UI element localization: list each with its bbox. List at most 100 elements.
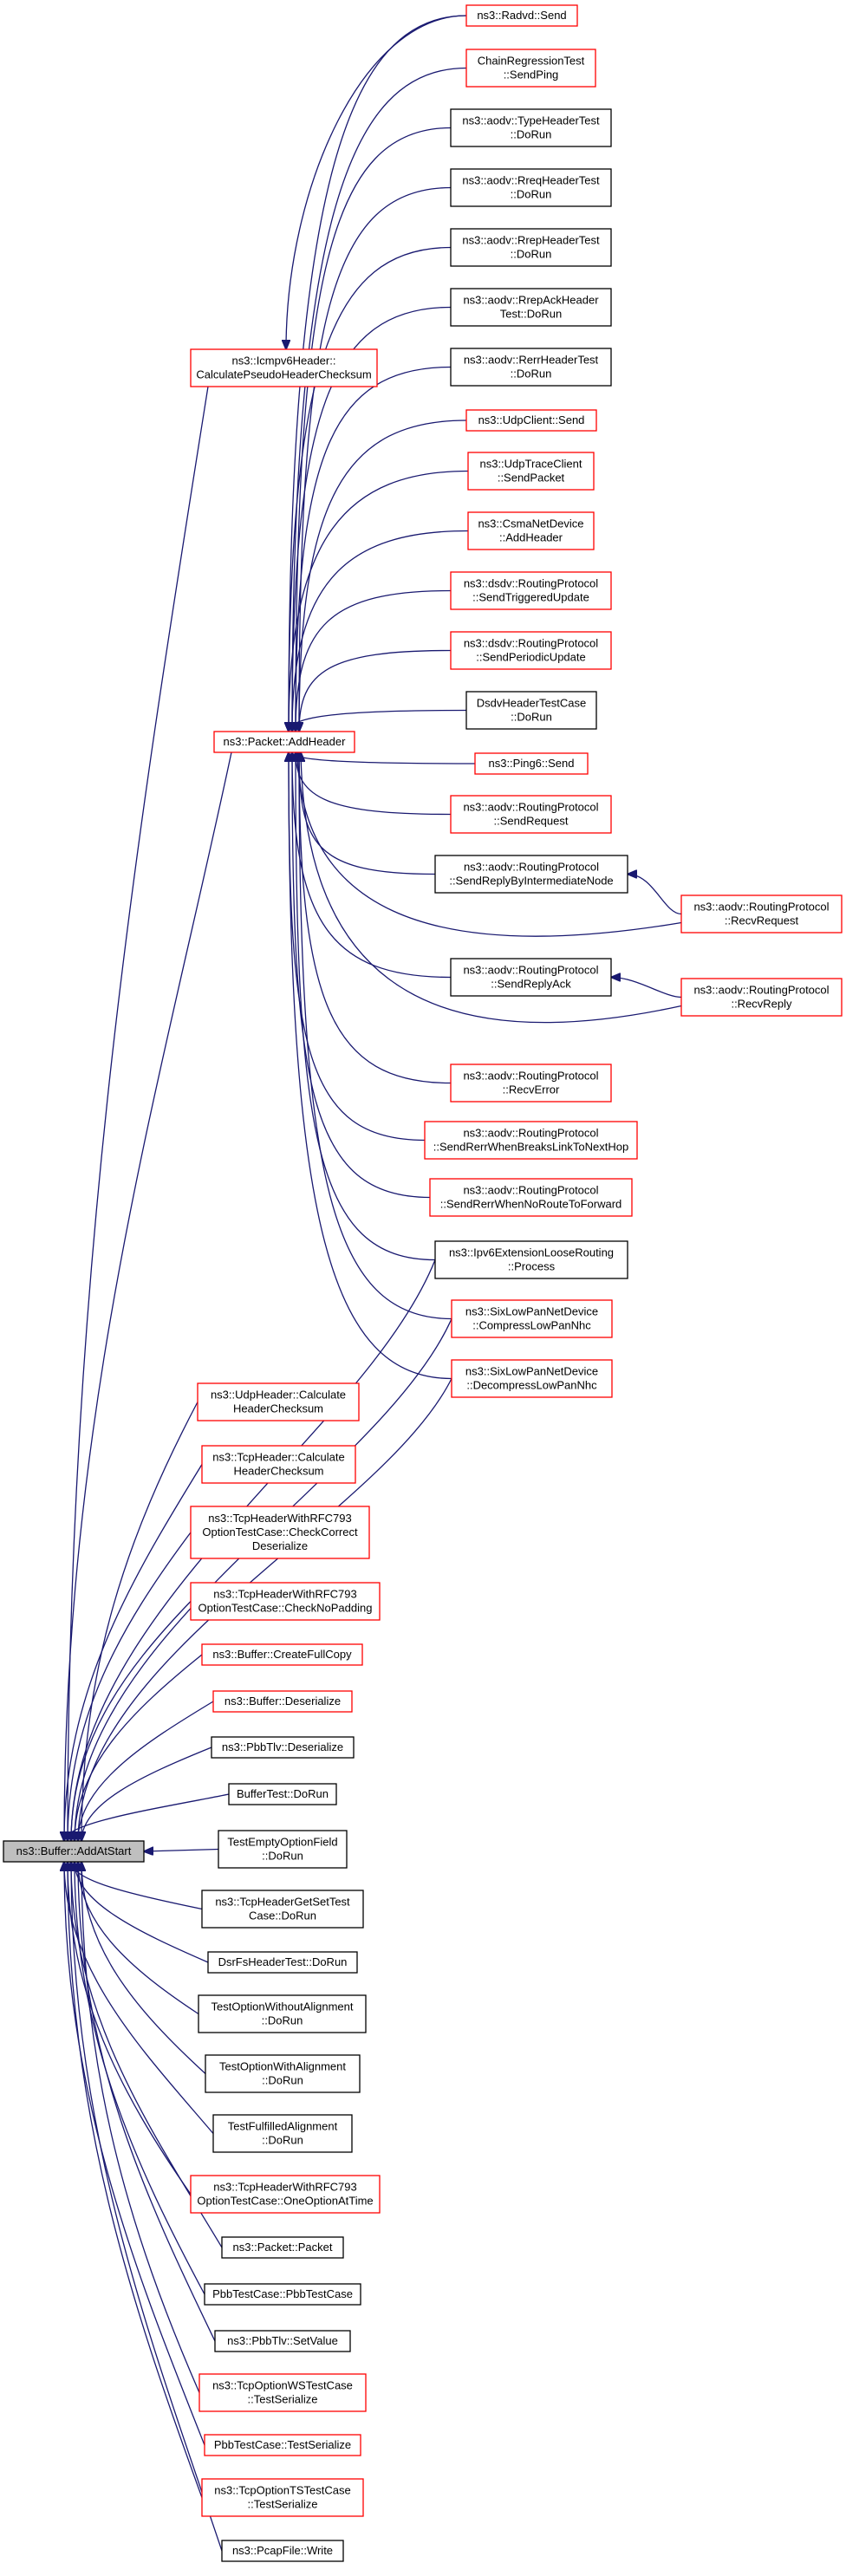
node-label: ::SendReplyAck [491,978,571,991]
node-label: ::CompressLowPanNhc [472,1319,591,1332]
node-label: ns3::aodv::RoutingProtocol [463,801,598,814]
edge-n_tcp793_check-to-addatstart [68,1532,192,1841]
node-label: Case::DoRun [249,1909,316,1922]
edge-n_aodv_rrepack-to-addheader [292,306,452,732]
node-chainreg[interactable]: ChainRegressionTest::SendPing [465,49,596,88]
node-ping6[interactable]: ns3::Ping6::Send [474,752,589,775]
edge-n_sixcompress-to-addatstart [75,1318,452,1842]
node-dsdv-per[interactable]: ns3::dsdv::RoutingProtocol::SendPeriodic… [450,631,612,670]
node-aodv-rreq[interactable]: ns3::aodv::RreqHeaderTest::DoRun [450,168,612,207]
node-label: Deserialize [252,1539,308,1552]
node-buf-fullcopy[interactable]: ns3::Buffer::CreateFullCopy [201,1643,363,1666]
node-tcpoptws[interactable]: ns3::TcpOptionWSTestCase::TestSerialize [198,2373,367,2412]
node-icmpv6[interactable]: ns3::Icmpv6Header::CalculatePseudoHeader… [190,348,378,387]
node-aodv-sendreplyim[interactable]: ns3::aodv::RoutingProtocol::SendReplyByI… [434,855,628,894]
node-testempty[interactable]: TestEmptyOptionField::DoRun [218,1830,348,1869]
node-pbbtlv-set[interactable]: ns3::PbbTlv::SetValue [214,2330,351,2352]
node-aodv-rrep[interactable]: ns3::aodv::RrepHeaderTest::DoRun [450,228,612,267]
node-label: ns3::TcpOptionWSTestCase [212,2379,353,2392]
edge-n_sixdecompress-to-addheader [289,752,452,1380]
node-dsrfs[interactable]: DsrFsHeaderTest::DoRun [207,1951,358,1974]
node-tcp793-check[interactable]: ns3::TcpHeaderWithRFC793OptionTestCase::… [190,1506,370,1559]
node-aodv-rerr[interactable]: ns3::aodv::RerrHeaderTest::DoRun [450,348,612,387]
node-label: ::AddHeader [499,531,563,544]
node-label: ::DoRun [511,188,552,201]
node-testwith[interactable]: TestOptionWithAlignment::DoRun [205,2054,361,2093]
edge-n_buf_fullcopy-to-addatstart [75,1654,203,1841]
edge-n_testwithout-to-addatstart [78,1862,199,2015]
node-label: ns3::Radvd::Send [477,9,566,22]
node-label: ns3::UdpHeader::Calculate [211,1389,346,1402]
node-udptrace[interactable]: ns3::UdpTraceClient::SendPacket [467,452,595,491]
node-label: ns3::TcpHeaderWithRFC793 [213,2181,356,2194]
node-label: ns3::aodv::RoutingProtocol [463,964,598,977]
node-label: ns3::aodv::RrepHeaderTest [462,234,600,247]
edge-n_buf_deser-to-addatstart [78,1701,214,1841]
node-label: ::DoRun [262,2014,303,2027]
node-label: ns3::SixLowPanNetDevice [465,1305,598,1318]
node-label: ns3::aodv::TypeHeaderTest [462,114,600,127]
node-pcapwrite[interactable]: ns3::PcapFile::Write [221,2540,344,2562]
edge-n_aodv_sendreq-to-addheader [296,752,452,816]
edge-n_aodv_rerr-to-addheader [296,366,452,732]
node-testwithout[interactable]: TestOptionWithoutAlignment::DoRun [198,1994,367,2033]
node-csma[interactable]: ns3::CsmaNetDevice::AddHeader [467,511,595,550]
node-ipv6loose[interactable]: ns3::Ipv6ExtensionLooseRouting::Process [434,1240,628,1279]
node-label: ::DoRun [511,128,552,141]
edge-n_icmpv6-to-addatstart [68,386,209,1841]
node-addheader[interactable]: ns3::Packet::AddHeader [213,731,355,753]
node-udpclient[interactable]: ns3::UdpClient::Send [465,409,597,432]
node-sixdecompress[interactable]: ns3::SixLowPanNetDevice::DecompressLowPa… [451,1359,613,1398]
node-buf-deser[interactable]: ns3::Buffer::Deserialize [212,1690,353,1713]
node-aodv-sendreplyack[interactable]: ns3::aodv::RoutingProtocol::SendReplyAck [450,958,612,997]
node-label: ::SendRequest [493,815,568,828]
node-tcpoptts[interactable]: ns3::TcpOptionTSTestCase::TestSerialize [201,2478,364,2517]
node-addatstart[interactable]: ns3::Buffer::AddAtStart [3,1840,145,1863]
node-radvd[interactable]: ns3::Radvd::Send [465,4,578,27]
edge-n_testwith-to-addatstart [81,1862,206,2074]
node-dsdvtest[interactable]: DsdvHeaderTestCase::DoRun [465,691,597,730]
node-label: ns3::dsdv::RoutingProtocol [464,637,598,650]
node-tcp793-nopad[interactable]: ns3::TcpHeaderWithRFC793OptionTestCase::… [190,1582,381,1621]
edge-n_pbbtestcase-to-addatstart [75,1862,205,2295]
node-label: ns3::aodv::RoutingProtocol [463,1184,598,1197]
edge-layer [64,15,682,2552]
node-aodv-recvreply[interactable]: ns3::aodv::RoutingProtocol::RecvReply [680,978,843,1017]
node-label: ::DoRun [511,368,552,381]
node-label: TestFulfilledAlignment [228,2120,338,2133]
node-tcp793-one[interactable]: ns3::TcpHeaderWithRFC793OptionTestCase::… [190,2175,381,2214]
node-label: TestOptionWithAlignment [219,2060,346,2073]
node-label: ns3::aodv::RoutingProtocol [693,984,829,997]
node-label: ::TestSerialize [248,2498,318,2511]
node-buffertest[interactable]: BufferTest::DoRun [228,1783,337,1805]
node-label: ::DoRun [262,2074,303,2087]
node-testfull[interactable]: TestFulfilledAlignment::DoRun [212,2114,353,2153]
node-aodv-recverr[interactable]: ns3::aodv::RoutingProtocol::RecvError [450,1064,612,1103]
node-pbbtestcase[interactable]: PbbTestCase::PbbTestCase [204,2283,361,2306]
node-aodv-sendreq[interactable]: ns3::aodv::RoutingProtocol::SendRequest [450,795,612,834]
node-pbbtestser[interactable]: PbbTestCase::TestSerialize [204,2434,361,2456]
node-label: ::SendReplyByIntermediateNode [449,875,613,888]
node-pbbtlv-deser[interactable]: ns3::PbbTlv::Deserialize [211,1736,355,1759]
edge-n_tcp793_nopad-to-addatstart [71,1601,192,1842]
node-aodv-rerrbreaks[interactable]: ns3::aodv::RoutingProtocol::SendRerrWhen… [424,1121,638,1160]
node-packet[interactable]: ns3::Packet::Packet [221,2236,344,2259]
node-aodv-rerrnoroute[interactable]: ns3::aodv::RoutingProtocol::SendRerrWhen… [429,1178,633,1217]
edge-n_ipv6loose-to-addheader [296,752,436,1261]
node-label: ::RecvReply [731,998,792,1011]
node-aodv-recvreq[interactable]: ns3::aodv::RoutingProtocol::RecvRequest [680,894,843,933]
edge-n_aodv_sendreplyack-to-addheader [292,752,452,979]
edge-recvreply-to-sendreplyack [611,978,682,999]
node-sixcompress[interactable]: ns3::SixLowPanNetDevice::CompressLowPanN… [451,1299,613,1338]
edge-n_tcp793_one-to-addatstart [68,1862,192,2195]
node-label: OptionTestCase::CheckCorrect [202,1525,358,1538]
node-label: TestEmptyOptionField [227,1836,337,1849]
edge-n_tcpheader-to-addatstart [64,1464,203,1842]
node-dsdv-trig[interactable]: ns3::dsdv::RoutingProtocol::SendTriggere… [450,571,612,610]
node-aodv-type[interactable]: ns3::aodv::TypeHeaderTest::DoRun [450,108,612,147]
node-label: ns3::TcpOptionTSTestCase [214,2484,351,2497]
